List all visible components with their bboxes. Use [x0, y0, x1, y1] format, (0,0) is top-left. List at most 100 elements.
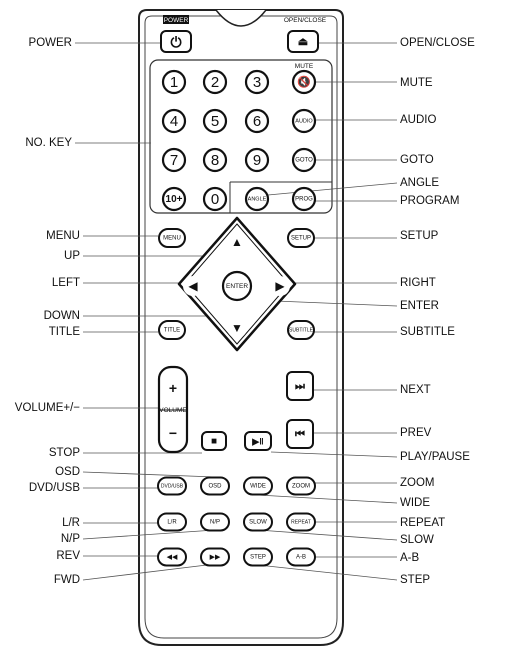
- enter-button[interactable]: ENTER: [221, 270, 253, 302]
- volume-rocker: [157, 365, 189, 454]
- open-close-label-text: OPEN/CLOSE: [284, 17, 327, 24]
- volume-minus-label: −: [169, 425, 177, 441]
- subtitle-button[interactable]: SUBTITLE: [287, 320, 315, 340]
- callout-fwd: FWD: [53, 574, 80, 586]
- menu-label: MENU: [163, 236, 181, 242]
- ab-button[interactable]: A-B: [286, 547, 316, 567]
- callout-play-pause: PLAY/PAUSE: [400, 451, 470, 463]
- left-button[interactable]: ◀: [183, 276, 203, 296]
- left-label: ◀: [188, 279, 198, 293]
- n2-button[interactable]: 2: [202, 69, 228, 95]
- callout-down: DOWN: [43, 310, 80, 322]
- callout-no-key: NO. KEY: [25, 137, 72, 149]
- volume-minus-button[interactable]: −: [169, 425, 177, 441]
- audio-button[interactable]: AUDIO: [291, 108, 317, 134]
- volume-plus-button[interactable]: +: [169, 380, 177, 396]
- zoom-button[interactable]: ZOOM: [286, 476, 316, 496]
- setup-button[interactable]: SETUP: [287, 228, 315, 248]
- open-close-button[interactable]: ⏏: [287, 30, 319, 53]
- callout-volume: VOLUME+/−: [14, 402, 80, 414]
- step-button[interactable]: STEP: [243, 547, 273, 567]
- down-button[interactable]: ▼: [227, 318, 247, 338]
- right-button[interactable]: ▶: [270, 276, 290, 296]
- setup-label: SETUP: [291, 236, 311, 242]
- n7-button[interactable]: 7: [161, 147, 187, 173]
- osd-button[interactable]: OSD: [200, 476, 230, 496]
- n0-label: 0: [211, 191, 219, 208]
- callout-menu: MENU: [46, 230, 80, 242]
- n6-button[interactable]: 6: [244, 108, 270, 134]
- prog-button[interactable]: PROG: [291, 186, 317, 212]
- n9-button[interactable]: 9: [244, 147, 270, 173]
- title-label: TITLE: [164, 328, 180, 334]
- repeat-button[interactable]: REPEAT: [286, 512, 316, 532]
- next-button[interactable]: ⏭: [286, 371, 314, 401]
- callout-slow: SLOW: [400, 534, 434, 546]
- n1-label: 1: [170, 74, 178, 91]
- callout-subtitle: SUBTITLE: [400, 326, 455, 338]
- n1-button[interactable]: 1: [161, 69, 187, 95]
- n3-label: 3: [253, 74, 261, 91]
- callout-power: POWER: [28, 37, 72, 49]
- rev-label: ◀◀: [167, 554, 178, 561]
- angle-label: ANGLE: [248, 197, 267, 203]
- lr-button[interactable]: L/R: [157, 512, 187, 532]
- prev-label: ⏮: [295, 429, 305, 441]
- n4-button[interactable]: 4: [161, 108, 187, 134]
- goto-button[interactable]: GOTO: [291, 147, 317, 173]
- power-label: ⏻: [170, 34, 181, 50]
- rev-button[interactable]: ◀◀: [157, 547, 187, 567]
- power-button[interactable]: ⏻: [160, 30, 192, 53]
- fwd-button[interactable]: ▶▶: [200, 547, 230, 567]
- n0-button[interactable]: 0: [202, 186, 228, 212]
- play-pause-button[interactable]: ▶‖: [244, 431, 272, 451]
- slow-button[interactable]: SLOW: [243, 512, 273, 532]
- zoom-label: ZOOM: [292, 484, 310, 490]
- np-button[interactable]: N/P: [200, 512, 230, 532]
- volume-label-text: VOLUME: [159, 407, 187, 414]
- leader-line-play-pause: [270, 451, 398, 458]
- callout-stop: STOP: [48, 447, 80, 459]
- wide-label: WIDE: [250, 484, 266, 490]
- mute-button[interactable]: 🔇: [291, 69, 317, 95]
- dvd-usb-label: DVD/USB: [161, 484, 184, 490]
- stop-label: ■: [211, 436, 217, 447]
- prev-button[interactable]: ⏮: [286, 419, 314, 449]
- up-button[interactable]: ▲: [227, 232, 247, 252]
- callout-prev: PREV: [400, 427, 432, 439]
- title-button[interactable]: TITLE: [158, 320, 186, 340]
- prog-label: PROG: [295, 197, 313, 203]
- angle-button[interactable]: ANGLE: [244, 186, 270, 212]
- lr-label: L/R: [167, 520, 177, 526]
- n3-button[interactable]: 3: [244, 69, 270, 95]
- callout-right: RIGHT: [400, 277, 436, 289]
- leader-line-wide: [257, 494, 398, 504]
- dvd-usb-button[interactable]: DVD/USB: [157, 476, 187, 496]
- enter-label: ENTER: [226, 283, 248, 290]
- right-label: ▶: [275, 279, 285, 293]
- wide-button[interactable]: WIDE: [243, 476, 273, 496]
- callout-rev: REV: [56, 550, 80, 562]
- leader-line-osd: [82, 471, 216, 478]
- callout-goto: GOTO: [400, 154, 434, 166]
- remote-body-inner: [144, 15, 338, 639]
- power-label-text: POWER: [164, 17, 189, 24]
- n5-label: 5: [211, 113, 219, 130]
- n10-button[interactable]: 10+: [161, 186, 187, 212]
- callout-up: UP: [64, 250, 80, 262]
- fwd-label: ▶▶: [210, 554, 221, 561]
- stop-button[interactable]: ■: [201, 431, 227, 451]
- callout-wide: WIDE: [400, 497, 431, 509]
- n5-button[interactable]: 5: [202, 108, 228, 134]
- leader-line-np: [82, 529, 216, 540]
- callout-mute: MUTE: [400, 77, 433, 89]
- leader-line-step: [257, 564, 398, 581]
- callout-np: N/P: [60, 533, 80, 545]
- callout-angle: ANGLE: [400, 177, 439, 189]
- menu-button[interactable]: MENU: [158, 228, 186, 248]
- n8-button[interactable]: 8: [202, 147, 228, 173]
- ab-label: A-B: [296, 555, 306, 561]
- callout-title: TITLE: [48, 326, 80, 338]
- callout-zoom: ZOOM: [400, 477, 435, 489]
- callout-osd: OSD: [55, 466, 80, 478]
